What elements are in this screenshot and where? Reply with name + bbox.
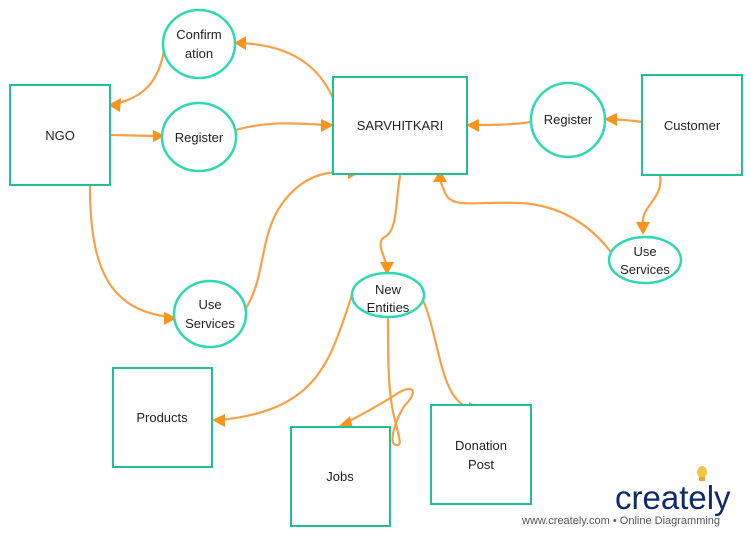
node-use-services-ngo[interactable]: Use Services bbox=[172, 279, 248, 349]
products-box bbox=[112, 367, 213, 468]
node-jobs[interactable]: Jobs bbox=[290, 426, 391, 527]
arrowhead bbox=[108, 98, 121, 112]
ngo-box bbox=[9, 84, 111, 186]
arrowhead bbox=[153, 130, 165, 142]
jobs-label: Jobs bbox=[326, 469, 354, 484]
confirmation-circle bbox=[161, 8, 237, 80]
sarvhitkari-box bbox=[332, 76, 468, 175]
confirmation-label-line2: ation bbox=[185, 46, 213, 61]
node-donation-post[interactable]: Donation Post bbox=[430, 404, 532, 505]
node-sarvhitkari[interactable]: SARVHITKARI bbox=[332, 76, 468, 175]
arrowhead bbox=[321, 119, 334, 132]
node-customer[interactable]: Customer bbox=[641, 74, 743, 176]
new-entities-circle bbox=[350, 271, 426, 319]
use-services-customer-label-line2: Services bbox=[620, 262, 670, 277]
products-label: Products bbox=[136, 410, 188, 425]
arrowhead bbox=[212, 414, 225, 427]
jobs-box bbox=[290, 426, 391, 527]
edge-sarvhitkari-new-entities bbox=[379, 174, 402, 270]
edge-use-services-sarvhitkari bbox=[438, 174, 612, 253]
register-ngo-label: Register bbox=[175, 130, 224, 145]
new-entities-label-line1: New bbox=[375, 282, 402, 297]
edge-ngo-use-services bbox=[88, 184, 172, 319]
edge-customer-use-services bbox=[641, 173, 662, 228]
arrowhead bbox=[636, 222, 650, 235]
node-confirmation[interactable]: Confirm ation bbox=[161, 8, 237, 80]
edge-ngo-register bbox=[108, 133, 160, 138]
new-entities-label-line2: Entities bbox=[367, 300, 410, 315]
arrowhead bbox=[433, 170, 447, 182]
edge-new-entities-jobs bbox=[344, 314, 414, 447]
edge-sarvhitkari-confirmation bbox=[238, 41, 335, 100]
edge-new-entities-donation-post bbox=[421, 298, 472, 410]
arrowhead bbox=[164, 312, 177, 325]
node-ngo[interactable]: NGO bbox=[9, 84, 111, 186]
arrowhead bbox=[380, 262, 394, 275]
donation-post-label-line1: Donation bbox=[455, 438, 507, 453]
node-products[interactable]: Products bbox=[112, 367, 213, 468]
register-ngo-circle bbox=[160, 101, 238, 173]
edge-confirmation-ngo bbox=[113, 42, 167, 106]
use-services-customer-label-line1: Use bbox=[633, 244, 656, 259]
node-register-ngo[interactable]: Register bbox=[160, 101, 238, 173]
creately-logo: creately bbox=[615, 466, 731, 516]
use-services-ngo-label-line2: Services bbox=[185, 316, 235, 331]
footer-text: www.creately.com • Online Diagramming bbox=[521, 515, 720, 527]
use-services-ngo-label-line1: Use bbox=[198, 297, 221, 312]
register-customer-circle bbox=[529, 81, 607, 159]
use-services-ngo-circle bbox=[172, 279, 248, 349]
sarvhitkari-label: SARVHITKARI bbox=[357, 118, 443, 133]
arrowhead bbox=[466, 119, 479, 132]
ngo-label: NGO bbox=[45, 128, 75, 143]
customer-label: Customer bbox=[664, 118, 721, 133]
node-register-customer[interactable]: Register bbox=[529, 81, 607, 159]
lightbulb-icon bbox=[697, 466, 707, 481]
use-services-customer-circle bbox=[607, 235, 683, 285]
edge-register-sarvhitkari bbox=[234, 122, 330, 132]
arrowhead bbox=[234, 36, 246, 50]
node-use-services-customer[interactable]: Use Services bbox=[607, 235, 683, 285]
edge-register-sarvhitkari-right bbox=[471, 120, 533, 127]
customer-box bbox=[641, 74, 743, 176]
donation-post-box bbox=[430, 404, 532, 505]
donation-post-label-line2: Post bbox=[468, 457, 494, 472]
confirmation-label-line1: Confirm bbox=[176, 27, 222, 42]
creately-logo-text: creately bbox=[615, 479, 731, 516]
edge-use-services-sarvhitkari-left bbox=[244, 170, 357, 310]
arrowhead bbox=[339, 416, 353, 429]
node-new-entities[interactable]: New Entities bbox=[350, 271, 426, 319]
edge-new-entities-products bbox=[218, 290, 355, 422]
register-customer-label: Register bbox=[544, 112, 593, 127]
arrowhead bbox=[604, 113, 617, 126]
